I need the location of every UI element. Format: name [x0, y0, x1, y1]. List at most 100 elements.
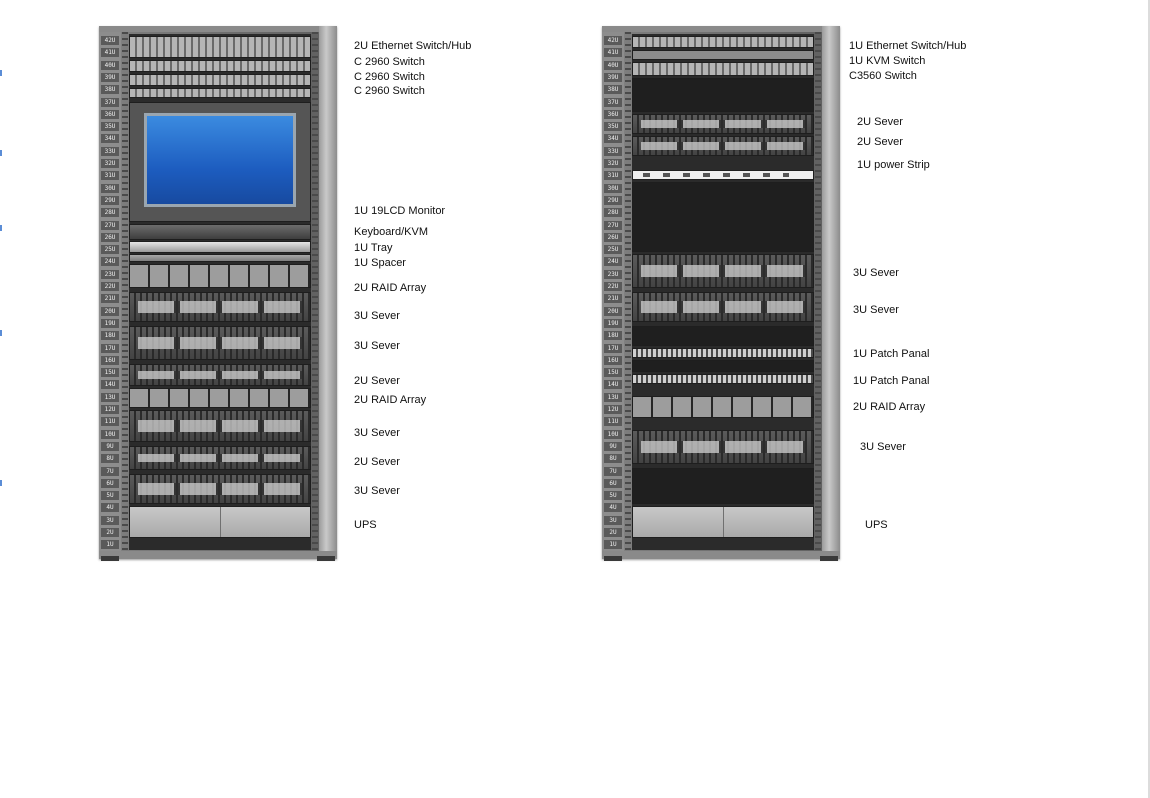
server-3u-3 — [129, 410, 311, 442]
patch-panel-1 — [632, 348, 814, 358]
server-2u-2 — [632, 136, 814, 156]
server-2u-1 — [129, 364, 311, 386]
rack-ru-label: 15U — [604, 368, 622, 378]
rack2-label-raid: 2U RAID Array — [853, 401, 926, 413]
rack-foot-left — [101, 556, 119, 561]
rack-ru-label: 5U — [101, 491, 119, 501]
rack1-label-server-2u-1: 2U Sever — [354, 375, 400, 387]
rack1-label-server-3u-2: 3U Sever — [354, 340, 400, 352]
rack-ru-label: 4U — [604, 503, 622, 513]
rack-ru-label: 40U — [101, 60, 119, 70]
blank-panel-3 — [632, 326, 814, 346]
rack-ru-label: 25U — [101, 245, 119, 255]
blank-panel-2 — [632, 182, 814, 252]
rack2-label-server-3u-1: 3U Sever — [853, 267, 899, 279]
ups — [632, 506, 814, 538]
rack-ru-label: 12U — [101, 405, 119, 414]
ups — [129, 506, 311, 538]
rack2-label-patch-panel-1: 1U Patch Panal — [853, 348, 930, 360]
rack2-label-c3560-switch: C3560 Switch — [849, 70, 917, 82]
rack-ru-label: 37U — [604, 97, 622, 107]
rack-ru-label: 19U — [604, 318, 622, 328]
rack1-label-server-3u-1: 3U Sever — [354, 310, 400, 322]
rack-ru-label: 25U — [604, 245, 622, 255]
rack-ru-label: 22U — [101, 282, 119, 291]
rack-ru-label: 17U — [101, 343, 119, 353]
power-strip — [632, 170, 814, 180]
patch-panel-2 — [632, 374, 814, 384]
rack-ru-label: 11U — [604, 417, 622, 427]
rack2-label-power-strip: 1U power Strip — [857, 159, 930, 171]
rack-ru-label: 19U — [101, 318, 119, 328]
rack1-label-ethernet-switch: 2U Ethernet Switch/Hub — [354, 40, 472, 52]
rack1-label-spacer: 1U Spacer — [354, 257, 406, 269]
rack-ru-label: 11U — [101, 417, 119, 427]
rack-ru-label: 10U — [604, 429, 622, 439]
rack1-label-c2960-1: C 2960 Switch — [354, 56, 425, 68]
rack-ru-label: 3U — [604, 515, 622, 525]
rack-ru-label: 3U — [101, 515, 119, 525]
rack-ru-label: 30U — [604, 183, 622, 193]
rack-ru-label: 26U — [604, 232, 622, 242]
rack-ru-label: 18U — [101, 331, 119, 341]
c2960-switch-2 — [129, 74, 311, 86]
rack-ru-label: 23U — [604, 269, 622, 279]
rack-ru-label: 36U — [101, 109, 119, 119]
rack-ru-label: 32U — [101, 159, 119, 168]
rack-top-cap — [99, 26, 337, 32]
monitor-screen — [144, 113, 296, 207]
rack-ru-label: 38U — [604, 85, 622, 95]
rack2-label-ethernet-switch: 1U Ethernet Switch/Hub — [849, 40, 967, 52]
rack-ru-label: 2U — [101, 528, 119, 537]
rack-ru-label: 27U — [604, 220, 622, 230]
rack-ru-label: 13U — [101, 392, 119, 402]
server-3u-3 — [632, 430, 814, 464]
rack-foot-left — [604, 556, 622, 561]
server-3u-1 — [129, 292, 311, 322]
rack-ru-label: 7U — [604, 466, 622, 476]
rack-bottom-cap — [602, 551, 840, 559]
rack1-label-raid-1: 2U RAID Array — [354, 282, 427, 294]
rack1-label-server-2u-2: 2U Sever — [354, 456, 400, 468]
rack2-label-patch-panel-2: 1U Patch Panal — [853, 375, 930, 387]
c2960-switch-3 — [129, 88, 311, 98]
server-3u-2 — [632, 292, 814, 322]
rack1-label-lcd-monitor: 1U 19LCD Monitor — [354, 205, 446, 217]
rack-ru-label: 16U — [604, 355, 622, 365]
rack-ru-label: 15U — [101, 368, 119, 378]
rack-ru-label: 35U — [101, 122, 119, 132]
rack-ru-label: 29U — [101, 195, 119, 205]
rack-ru-label: 32U — [604, 159, 622, 168]
rack2-label-kvm-switch: 1U KVM Switch — [849, 55, 926, 67]
rack1-label-tray: 1U Tray — [354, 242, 393, 254]
rack-ru-label: 29U — [604, 195, 622, 205]
server-2u-1 — [632, 114, 814, 134]
spacer — [129, 254, 311, 262]
rack-ru-label: 20U — [101, 306, 119, 316]
rack-ru-label: 21U — [604, 294, 622, 304]
rack1-label-server-3u-3: 3U Sever — [354, 427, 400, 439]
rack2-label-server-2u-2: 2U Sever — [857, 136, 903, 148]
server-3u-2 — [129, 326, 311, 360]
rack2-label-server-2u-1: 2U Sever — [857, 116, 903, 128]
rack2-label-server-3u-2: 3U Sever — [853, 304, 899, 316]
server-3u-4 — [129, 474, 311, 504]
rack1-label-raid-2: 2U RAID Array — [354, 394, 427, 406]
rack-ru-label: 5U — [604, 491, 622, 501]
rack1-label-keyboard-kvm: Keyboard/KVM — [354, 226, 428, 238]
rack-ru-label: 23U — [101, 269, 119, 279]
rack-ru-label: 9U — [604, 441, 622, 451]
rack-ru-label: 34U — [101, 134, 119, 144]
rack-ru-label: 37U — [101, 97, 119, 107]
rack-ru-label: 1U — [101, 540, 119, 550]
rack-ru-label: 9U — [101, 441, 119, 451]
kvm-switch — [632, 50, 814, 60]
rack-mount-holes-right — [815, 32, 821, 551]
rack-mount-holes-right — [312, 32, 318, 551]
rack-ru-label: 14U — [604, 380, 622, 390]
ethernet-switch-hub — [129, 36, 311, 58]
rack-ru-label: 20U — [604, 306, 622, 316]
c3560-switch — [632, 62, 814, 76]
